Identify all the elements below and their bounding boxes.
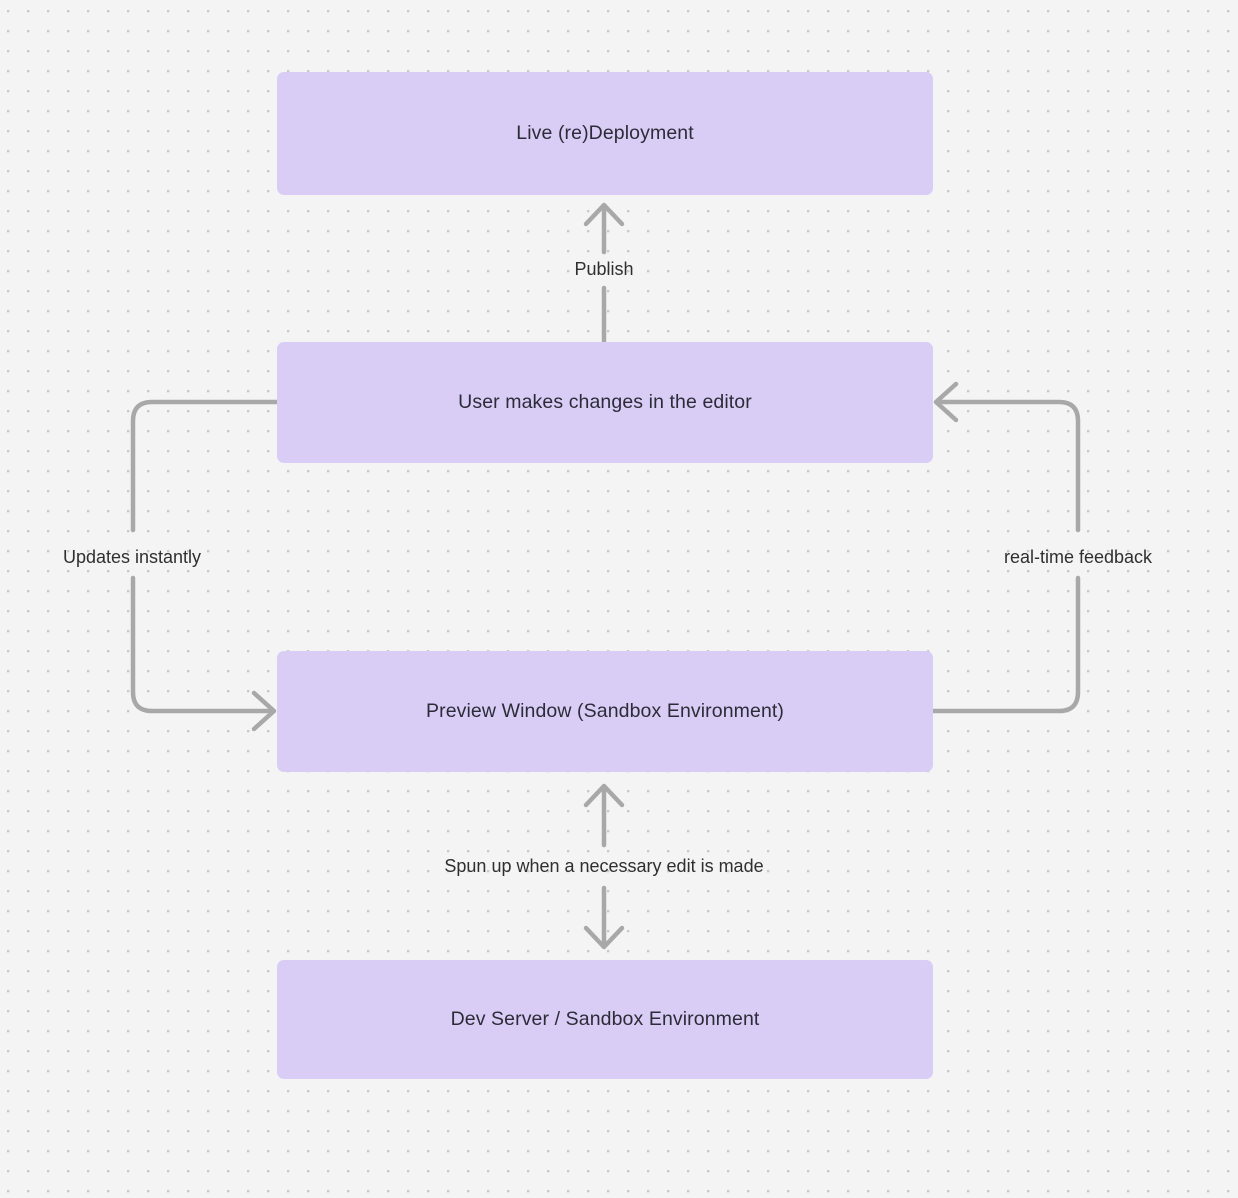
edge-real-time-feedback-upper-segment [935, 399, 1081, 533]
edge-label-publish: Publish [574, 259, 634, 279]
node-live-deployment-label: Live (re)Deployment [516, 121, 694, 144]
edge-real-time-feedback-lower-segment [930, 575, 1081, 714]
node-user-edits-label: User makes changes in the editor [458, 390, 752, 413]
edge-spun-up-up-arrowhead [583, 783, 625, 808]
edge-updates-instantly-arrowhead [251, 690, 277, 732]
node-user-edits[interactable]: User makes changes in the editor [277, 342, 933, 463]
node-live-deployment[interactable]: Live (re)Deployment [277, 72, 933, 195]
edge-real-time-feedback-arrowhead [933, 381, 959, 423]
node-preview-window-label: Preview Window (Sandbox Environment) [426, 699, 784, 722]
edge-label-updates-instantly: Updates instantly [62, 547, 202, 567]
node-dev-server[interactable]: Dev Server / Sandbox Environment [277, 960, 933, 1079]
edge-updates-instantly-upper-segment [130, 399, 280, 533]
node-preview-window[interactable]: Preview Window (Sandbox Environment) [277, 651, 933, 772]
edge-publish-arrowhead [583, 202, 625, 227]
edge-label-spun-up: Spun up when a necessary edit is made [444, 856, 764, 876]
edge-label-real-time-feedback: real-time feedback [1003, 547, 1153, 567]
edge-spun-up-down-arrowhead [583, 925, 625, 950]
node-dev-server-label: Dev Server / Sandbox Environment [450, 1007, 760, 1030]
edge-updates-instantly-lower-segment [130, 575, 275, 714]
